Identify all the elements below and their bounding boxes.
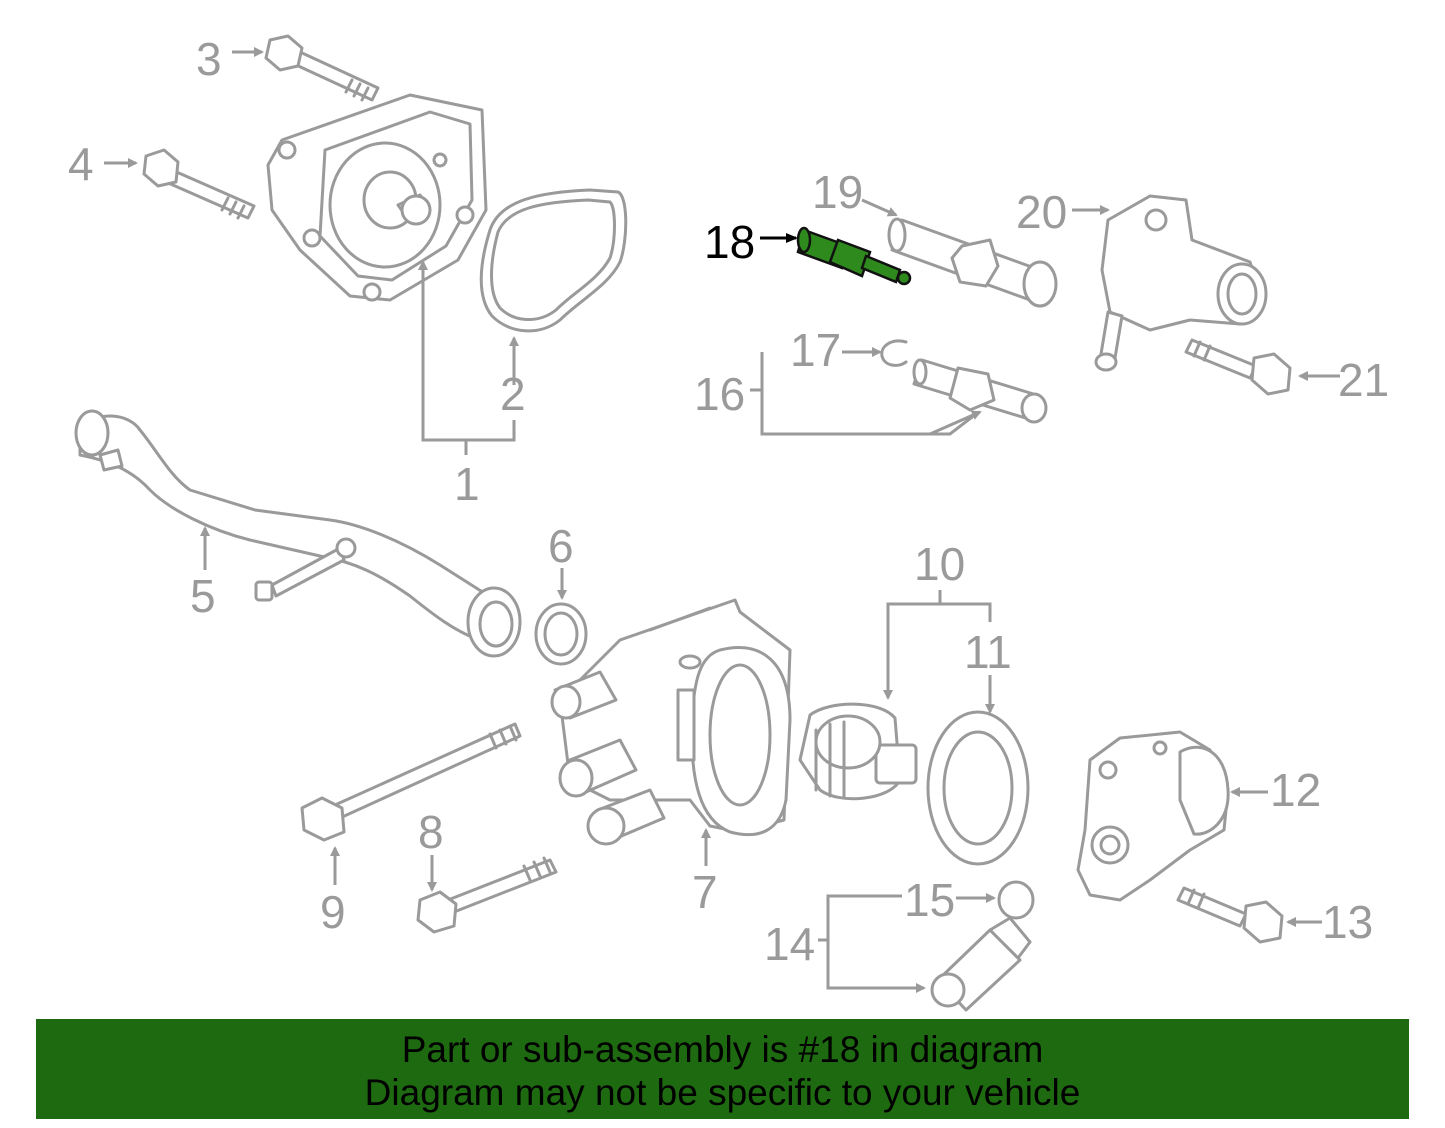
part-14-temp-sensor[interactable] <box>930 916 1032 1012</box>
part-9-long-bolt[interactable] <box>300 722 522 842</box>
callout-7[interactable]: 7 <box>692 866 718 918</box>
callout-17[interactable]: 17 <box>790 324 841 376</box>
callout-15[interactable]: 15 <box>904 874 955 926</box>
part-10-thermostat[interactable] <box>798 702 918 801</box>
callout-21[interactable]: 21 <box>1338 354 1389 406</box>
part-6-o-ring[interactable] <box>534 602 588 666</box>
callout-13[interactable]: 13 <box>1322 896 1373 948</box>
callout-4[interactable]: 4 <box>68 138 94 190</box>
banner-line-2: Diagram may not be specific to your vehi… <box>364 1072 1081 1113</box>
part-5-water-pipe[interactable] <box>74 409 522 658</box>
callout-11[interactable]: 11 <box>964 626 1012 678</box>
part-20-water-outlet[interactable] <box>1094 194 1268 372</box>
part-12-outlet-housing[interactable] <box>1076 730 1230 902</box>
part-17-clip[interactable] <box>880 339 908 367</box>
callout-18[interactable]: 18 <box>704 216 755 268</box>
part-18-highlighted-part[interactable] <box>796 226 912 286</box>
callout-16[interactable]: 16 <box>694 368 745 420</box>
callout-20[interactable]: 20 <box>1016 186 1067 238</box>
part-16-sensor[interactable] <box>912 358 1048 424</box>
callout-2[interactable]: 2 <box>500 368 526 420</box>
part-8-bolt[interactable] <box>416 856 558 934</box>
part-19-fitting[interactable] <box>887 217 1058 308</box>
part-4-bolt[interactable] <box>142 148 256 220</box>
callout-9[interactable]: 9 <box>320 886 346 938</box>
part-11-seal-ring[interactable] <box>926 710 1030 866</box>
callout-3[interactable]: 3 <box>196 33 222 85</box>
callout-19[interactable]: 19 <box>812 166 863 218</box>
part-2-gasket[interactable] <box>479 188 628 333</box>
part-13-bolt[interactable] <box>1176 886 1284 944</box>
callout-10[interactable]: 10 <box>914 538 965 590</box>
callout-14[interactable]: 14 <box>764 918 815 970</box>
callout-12[interactable]: 12 <box>1270 764 1321 816</box>
part-1-water-pump[interactable] <box>266 93 488 302</box>
part-7-thermostat-housing[interactable] <box>550 598 792 846</box>
callout-6[interactable]: 6 <box>548 520 574 572</box>
info-banner: Part or sub-assembly is #18 in diagram D… <box>36 1019 1409 1119</box>
callout-5[interactable]: 5 <box>190 570 216 622</box>
callout-8[interactable]: 8 <box>418 806 444 858</box>
part-21-bolt[interactable] <box>1184 338 1292 396</box>
callout-1[interactable]: 1 <box>454 458 480 510</box>
part-15-o-ring[interactable] <box>997 880 1035 920</box>
banner-line-1: Part or sub-assembly is #18 in diagram <box>401 1029 1044 1070</box>
part-3-bolt[interactable] <box>264 34 380 102</box>
